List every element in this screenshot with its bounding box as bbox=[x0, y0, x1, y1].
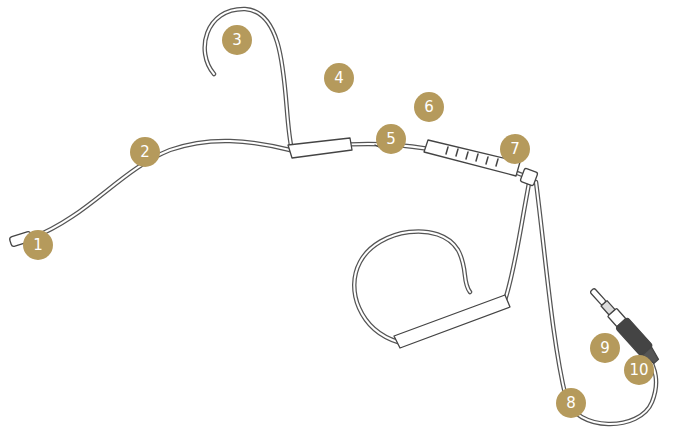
callout-number: 8 bbox=[566, 396, 576, 411]
ear-hook-left-fill bbox=[205, 9, 292, 150]
jack-plug bbox=[586, 285, 662, 367]
callout-number: 10 bbox=[629, 363, 648, 378]
callout-circle: 1 bbox=[23, 230, 53, 260]
callout-circle: 2 bbox=[130, 137, 160, 167]
slider-ridges bbox=[446, 147, 498, 166]
callout-number: 2 bbox=[140, 145, 150, 160]
callout-circle: 4 bbox=[324, 63, 354, 93]
cable bbox=[536, 182, 656, 424]
ear-hook-left bbox=[205, 9, 292, 150]
callout-number: 7 bbox=[510, 142, 520, 157]
callout-number: 3 bbox=[232, 33, 242, 48]
callout-number: 1 bbox=[33, 238, 43, 253]
headset-fill bbox=[32, 9, 656, 424]
cable-clip bbox=[520, 168, 538, 186]
callout-circle: 8 bbox=[556, 388, 586, 418]
ear-pad-left bbox=[288, 138, 352, 158]
callout-circle: 9 bbox=[590, 333, 620, 363]
headset-outline bbox=[32, 9, 656, 424]
callout-number: 9 bbox=[600, 341, 610, 356]
cable-fill bbox=[536, 182, 656, 424]
callout-circle: 3 bbox=[222, 25, 252, 55]
callout-number: 5 bbox=[386, 132, 396, 147]
ear-pad-right bbox=[394, 295, 510, 348]
callout-circle: 5 bbox=[376, 124, 406, 154]
callout-circle: 10 bbox=[624, 355, 654, 385]
mic-boom-fill bbox=[32, 141, 290, 238]
callout-circle: 6 bbox=[414, 92, 444, 122]
callout-number: 4 bbox=[334, 71, 344, 86]
callout-number: 6 bbox=[424, 100, 434, 115]
headband-rear bbox=[505, 178, 530, 300]
mic-boom bbox=[32, 141, 290, 238]
callout-circle: 7 bbox=[500, 134, 530, 164]
headband-rear-fill bbox=[505, 178, 530, 300]
